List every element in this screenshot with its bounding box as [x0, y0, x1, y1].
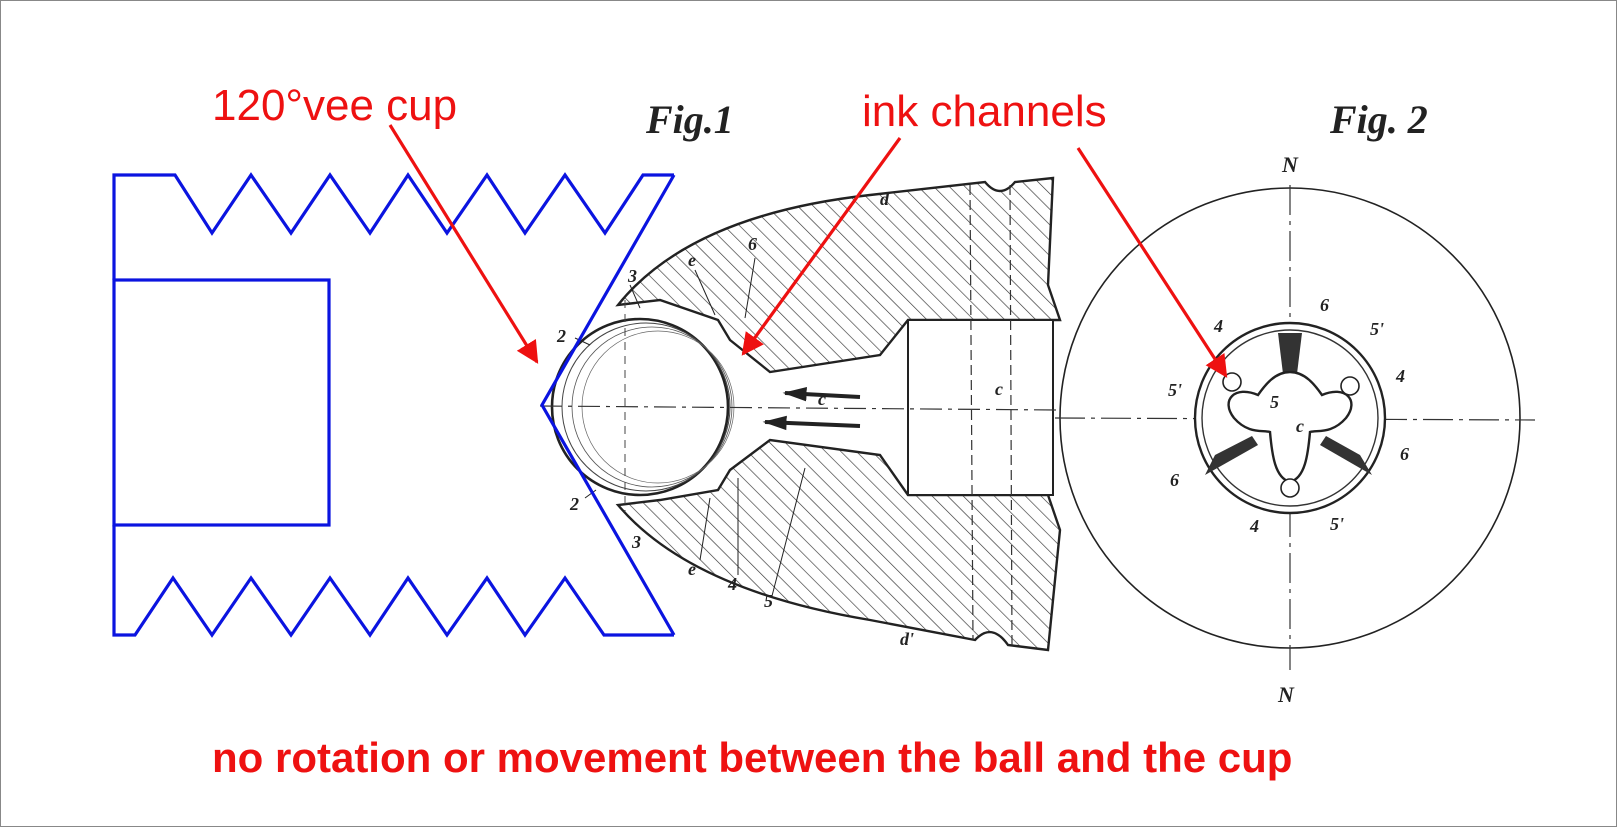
fig2-ref-6-right: 6	[1400, 444, 1409, 464]
fig1-leader	[699, 497, 711, 561]
fig2-title: Fig. 2	[1330, 97, 1428, 142]
fig1-leader	[694, 269, 716, 316]
fig1-bore-dashed-1	[969, 184, 974, 641]
fig1-ref-2-lower: 2	[569, 494, 579, 514]
fig1-leader	[744, 257, 756, 319]
fig2-north-bottom: N	[1277, 682, 1295, 707]
fig1-ref-e-upper: e	[688, 250, 696, 270]
fig2-ref-5-center: 5	[1270, 392, 1279, 412]
fig1-ref-e-lower: e	[688, 559, 696, 579]
ink-channels-annotation: ink channels	[862, 87, 1107, 136]
fig1-cross-section	[539, 176, 1062, 652]
fig1-leader	[771, 467, 806, 597]
fig1-ref-5: 5	[764, 591, 773, 611]
fig2-ref-6-left: 6	[1170, 470, 1179, 490]
fig1-ref-d-lower: d'	[900, 629, 914, 649]
fig2-ball-inner-ring	[1201, 329, 1379, 507]
fig2-end-view	[1054, 185, 1536, 670]
fig1-title: Fig.1	[646, 97, 734, 142]
fig1-ref-3-upper: 3	[627, 266, 637, 286]
fig2-channel-right	[1320, 436, 1372, 475]
fig1-ref-2-upper: 2	[556, 326, 566, 346]
fig1-ref-3-lower: 3	[631, 532, 641, 552]
fig1-flow-arrow-1	[782, 386, 861, 402]
fig1-flow-arrow-2	[762, 415, 861, 431]
fig2-ref-4-top-left: 4	[1213, 316, 1223, 336]
fig1-ref-6: 6	[748, 234, 757, 254]
fig2-ref-6-top: 6	[1320, 295, 1329, 315]
fig2-ref-5p-left: 5'	[1168, 380, 1182, 400]
fig2-channel-left	[1205, 436, 1258, 475]
cup-bore	[112, 278, 331, 527]
arrow-ink-channel-fig1	[741, 137, 902, 356]
fig2-ref-5p-top-right: 5'	[1370, 319, 1384, 339]
cup-thread-top	[112, 172, 674, 280]
fig2-ref-c-center: c	[1296, 416, 1304, 436]
fig2-ref-4-right: 4	[1395, 366, 1405, 386]
fig2-channel-top	[1278, 333, 1302, 382]
fig1-ref-4: 4	[727, 574, 737, 594]
fig1-centerline	[539, 405, 1061, 411]
fig2-north-top: N	[1281, 152, 1299, 177]
fig1-ref-c-arrow: c	[818, 389, 826, 409]
arrow-ink-channel-fig2	[1076, 147, 1228, 378]
vee-cup-annotation: 120°vee cup	[212, 81, 458, 130]
arrow-vee-cup	[388, 124, 539, 364]
fig1-ref-c-bore: c	[995, 379, 1003, 399]
fig1-bore-dashed-2	[1009, 184, 1013, 646]
caption-annotation: no rotation or movement between the ball…	[212, 734, 1293, 781]
fig1-leader	[629, 284, 641, 309]
vee-cup-outline	[112, 172, 676, 638]
fig1-leader	[584, 489, 597, 499]
fig1-ink-bore	[907, 319, 1054, 496]
fig2-ref-5p-bottom-right: 5'	[1330, 514, 1344, 534]
fig2-ref-4-bottom: 4	[1249, 516, 1259, 536]
fig1-leader	[574, 337, 591, 346]
fig2-seat-bottom	[1280, 478, 1300, 498]
fig2-seat-right	[1340, 376, 1360, 396]
cup-thread-bottom	[112, 525, 674, 638]
cup-vee	[540, 174, 676, 636]
fig2-seat-top-left	[1222, 372, 1242, 392]
fig1-ref-d-upper: d	[880, 189, 890, 209]
